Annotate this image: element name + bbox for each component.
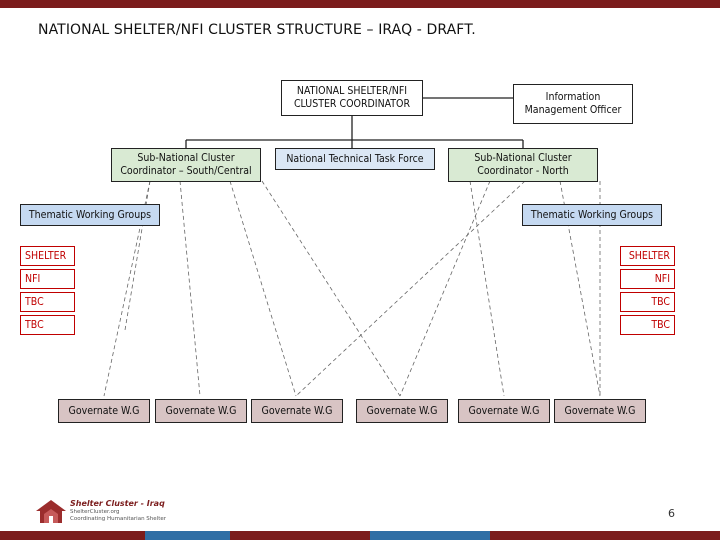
footer-strip-segment [490,531,720,540]
sub-national-north-line-2: Coordinator - North [477,165,569,177]
thematic-groups-left-label: Thematic Working Groups [28,208,152,221]
right-group-label: SHELTER [628,249,670,262]
governate-box-2: Governate W.G [155,399,247,423]
shelter-cluster-logo-icon [36,500,66,523]
left-group-label: SHELTER [25,249,67,262]
governate-box-5: Governate W.G [458,399,550,423]
right-group-shelter: SHELTER [620,246,675,266]
governate-label: Governate W.G [165,404,237,417]
left-group-label: TBC [25,295,44,308]
left-group-tbc-2: TBC [20,315,75,335]
right-group-label: TBC [651,318,670,331]
footer-strip-segment [230,531,370,540]
page-number: 6 [668,507,675,520]
thematic-groups-right-box: Thematic Working Groups [522,204,662,226]
logo-website: ShelterCluster.org [70,509,120,515]
sub-national-north-box: Sub-National Cluster Coordinator - North [448,148,598,182]
governate-label: Governate W.G [68,404,140,417]
governate-label: Governate W.G [261,404,333,417]
footer-color-strip [0,531,720,540]
footer-strip-segment [145,531,230,540]
sub-national-south-box: Sub-National Cluster Coordinator – South… [111,148,261,182]
governate-box-3: Governate W.G [251,399,343,423]
information-officer-line-2: Management Officer [524,104,622,116]
footer-strip-segment [0,531,145,540]
information-officer-box: Information Management Officer [513,84,633,124]
right-group-label: NFI [654,272,670,285]
sub-national-south-line-1: Sub-National Cluster [137,152,235,164]
technical-task-force-label: National Technical Task Force [286,152,424,165]
governate-label: Governate W.G [468,404,540,417]
left-group-nfi: NFI [20,269,75,289]
left-group-label: NFI [25,272,41,285]
thematic-groups-right-label: Thematic Working Groups [530,208,654,221]
governate-box-1: Governate W.G [58,399,150,423]
footer-strip-segment [370,531,490,540]
right-group-tbc-2: TBC [620,315,675,335]
right-group-label: TBC [651,295,670,308]
sub-national-south-line-2: Coordinator – South/Central [120,165,252,177]
left-group-label: TBC [25,318,44,331]
right-group-tbc-1: TBC [620,292,675,312]
technical-task-force-box: National Technical Task Force [275,148,435,170]
governate-box-6: Governate W.G [554,399,646,423]
governate-label: Governate W.G [564,404,636,417]
national-coordinator-box: NATIONAL SHELTER/NFI CLUSTER COORDINATOR [281,80,423,116]
information-officer-line-1: Information [545,91,601,103]
left-group-shelter: SHELTER [20,246,75,266]
sub-national-north-line-1: Sub-National Cluster [474,152,572,164]
governate-label: Governate W.G [366,404,438,417]
national-coordinator-line-2: CLUSTER COORDINATOR [293,98,411,110]
logo-tagline: Coordinating Humanitarian Shelter [70,516,166,522]
thematic-groups-left-box: Thematic Working Groups [20,204,160,226]
left-group-tbc-1: TBC [20,292,75,312]
slide-title: NATIONAL SHELTER/NFI CLUSTER STRUCTURE –… [38,22,476,38]
top-accent-bar [0,0,720,8]
right-group-nfi: NFI [620,269,675,289]
national-coordinator-line-1: NATIONAL SHELTER/NFI [296,85,408,97]
logo-title: Shelter Cluster - Iraq [70,499,165,508]
governate-box-4: Governate W.G [356,399,448,423]
